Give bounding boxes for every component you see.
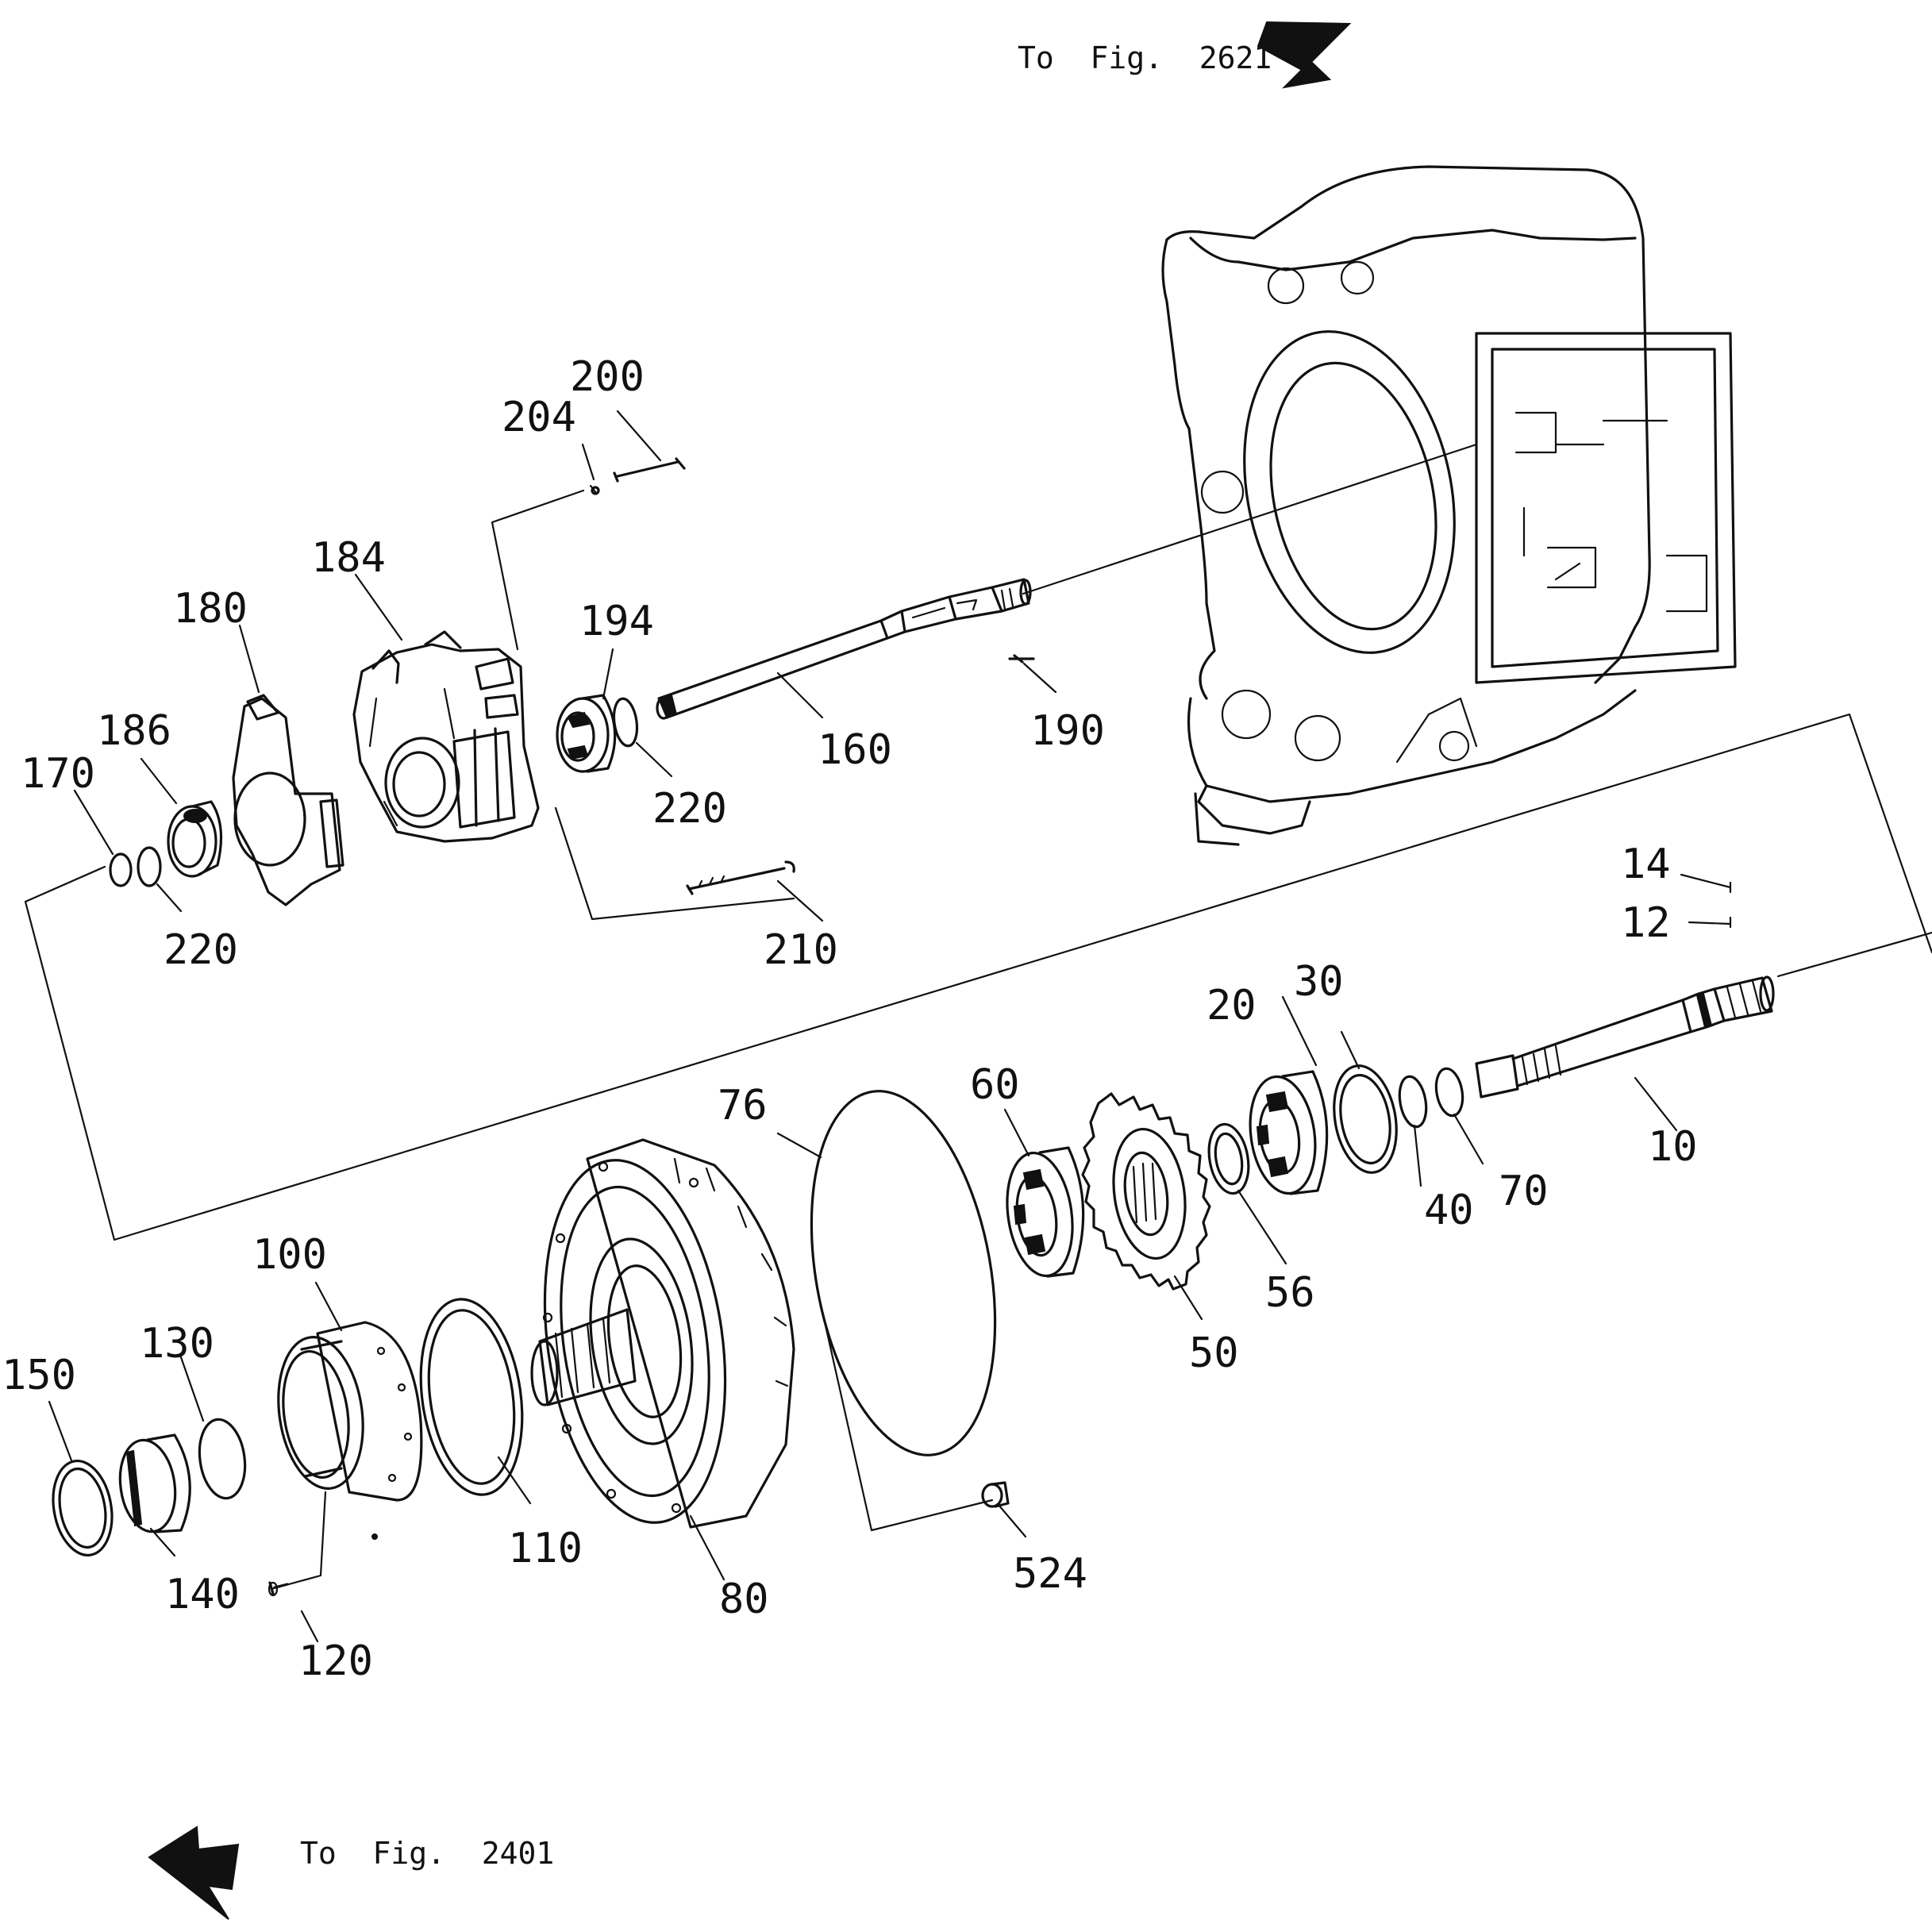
part-150-ring	[52, 1459, 114, 1557]
stray-dot	[371, 1533, 378, 1540]
part-30-shim	[1333, 1064, 1398, 1174]
part-labels: 200 204 184 180 194 186 170 160 190 220 …	[2, 353, 1698, 1685]
part-524-plug	[981, 1481, 1010, 1508]
part-220-ring-upper	[612, 697, 639, 748]
part-10-shaft	[1475, 975, 1775, 1099]
part-130-snap-ring	[198, 1418, 247, 1500]
label-30: 30	[1294, 958, 1344, 1006]
reference-bottom: To Fig. 2401	[300, 1836, 554, 1871]
label-10: 10	[1648, 1123, 1698, 1171]
part-100-retainer	[277, 1321, 423, 1502]
part-40-ring	[1398, 1075, 1428, 1129]
label-120: 120	[298, 1637, 373, 1685]
label-110: 110	[508, 1525, 583, 1572]
label-204: 204	[502, 394, 576, 441]
label-140: 140	[165, 1571, 240, 1618]
label-70: 70	[1499, 1168, 1549, 1215]
label-220-upper: 220	[652, 785, 727, 833]
label-160: 160	[818, 726, 892, 774]
label-210: 210	[764, 926, 838, 974]
part-186-bearing	[167, 800, 223, 878]
label-14: 14	[1621, 841, 1671, 888]
label-60: 60	[970, 1061, 1020, 1109]
part-180-gasket	[232, 694, 344, 906]
reference-top: To Fig. 2621	[1018, 40, 1272, 75]
label-76: 76	[718, 1082, 768, 1129]
part-160-shaft	[656, 578, 1032, 720]
part-204-pin	[589, 484, 600, 495]
part-210-bolt	[686, 860, 795, 895]
arrow-left-icon	[148, 1826, 240, 1920]
part-190-pin	[1008, 654, 1035, 664]
part-170-ring	[109, 852, 133, 887]
label-56: 56	[1265, 1269, 1315, 1317]
part-200-bolt	[613, 457, 686, 483]
part-184-housing	[352, 630, 540, 843]
label-130: 130	[140, 1320, 214, 1368]
part-120-bolt	[267, 1581, 289, 1597]
label-50: 50	[1189, 1329, 1239, 1377]
label-170: 170	[21, 750, 95, 798]
part-14-pin	[1680, 873, 1732, 894]
label-200: 200	[570, 353, 645, 401]
part-20-bearing	[1249, 1070, 1329, 1195]
part-220-ring-left	[137, 846, 162, 887]
transmission-housing	[1161, 165, 1737, 846]
part-60-bearing	[1006, 1146, 1085, 1278]
part-194-bearing	[556, 694, 617, 773]
callout-leaders	[48, 410, 1678, 1643]
label-80: 80	[719, 1576, 769, 1623]
label-20: 20	[1207, 982, 1257, 1029]
part-12-pin	[1688, 916, 1732, 929]
part-80-carrier	[530, 1138, 795, 1529]
part-56-shim	[1207, 1122, 1250, 1195]
part-110-gasket	[419, 1298, 524, 1496]
label-524: 524	[1013, 1550, 1087, 1598]
label-194: 194	[579, 598, 654, 645]
label-12: 12	[1621, 899, 1671, 947]
label-100: 100	[252, 1231, 327, 1279]
part-70-ring	[1434, 1067, 1464, 1118]
arrow-right-icon	[1257, 21, 1352, 89]
label-150: 150	[2, 1352, 76, 1399]
label-180: 180	[173, 585, 248, 633]
part-76-o-ring	[810, 1090, 997, 1456]
label-220-left: 220	[164, 926, 238, 974]
part-140-seal	[118, 1433, 191, 1533]
label-40: 40	[1424, 1187, 1474, 1234]
part-50-gear	[1081, 1092, 1211, 1291]
label-184: 184	[311, 534, 386, 582]
label-186: 186	[97, 707, 171, 755]
label-190: 190	[1030, 707, 1105, 755]
